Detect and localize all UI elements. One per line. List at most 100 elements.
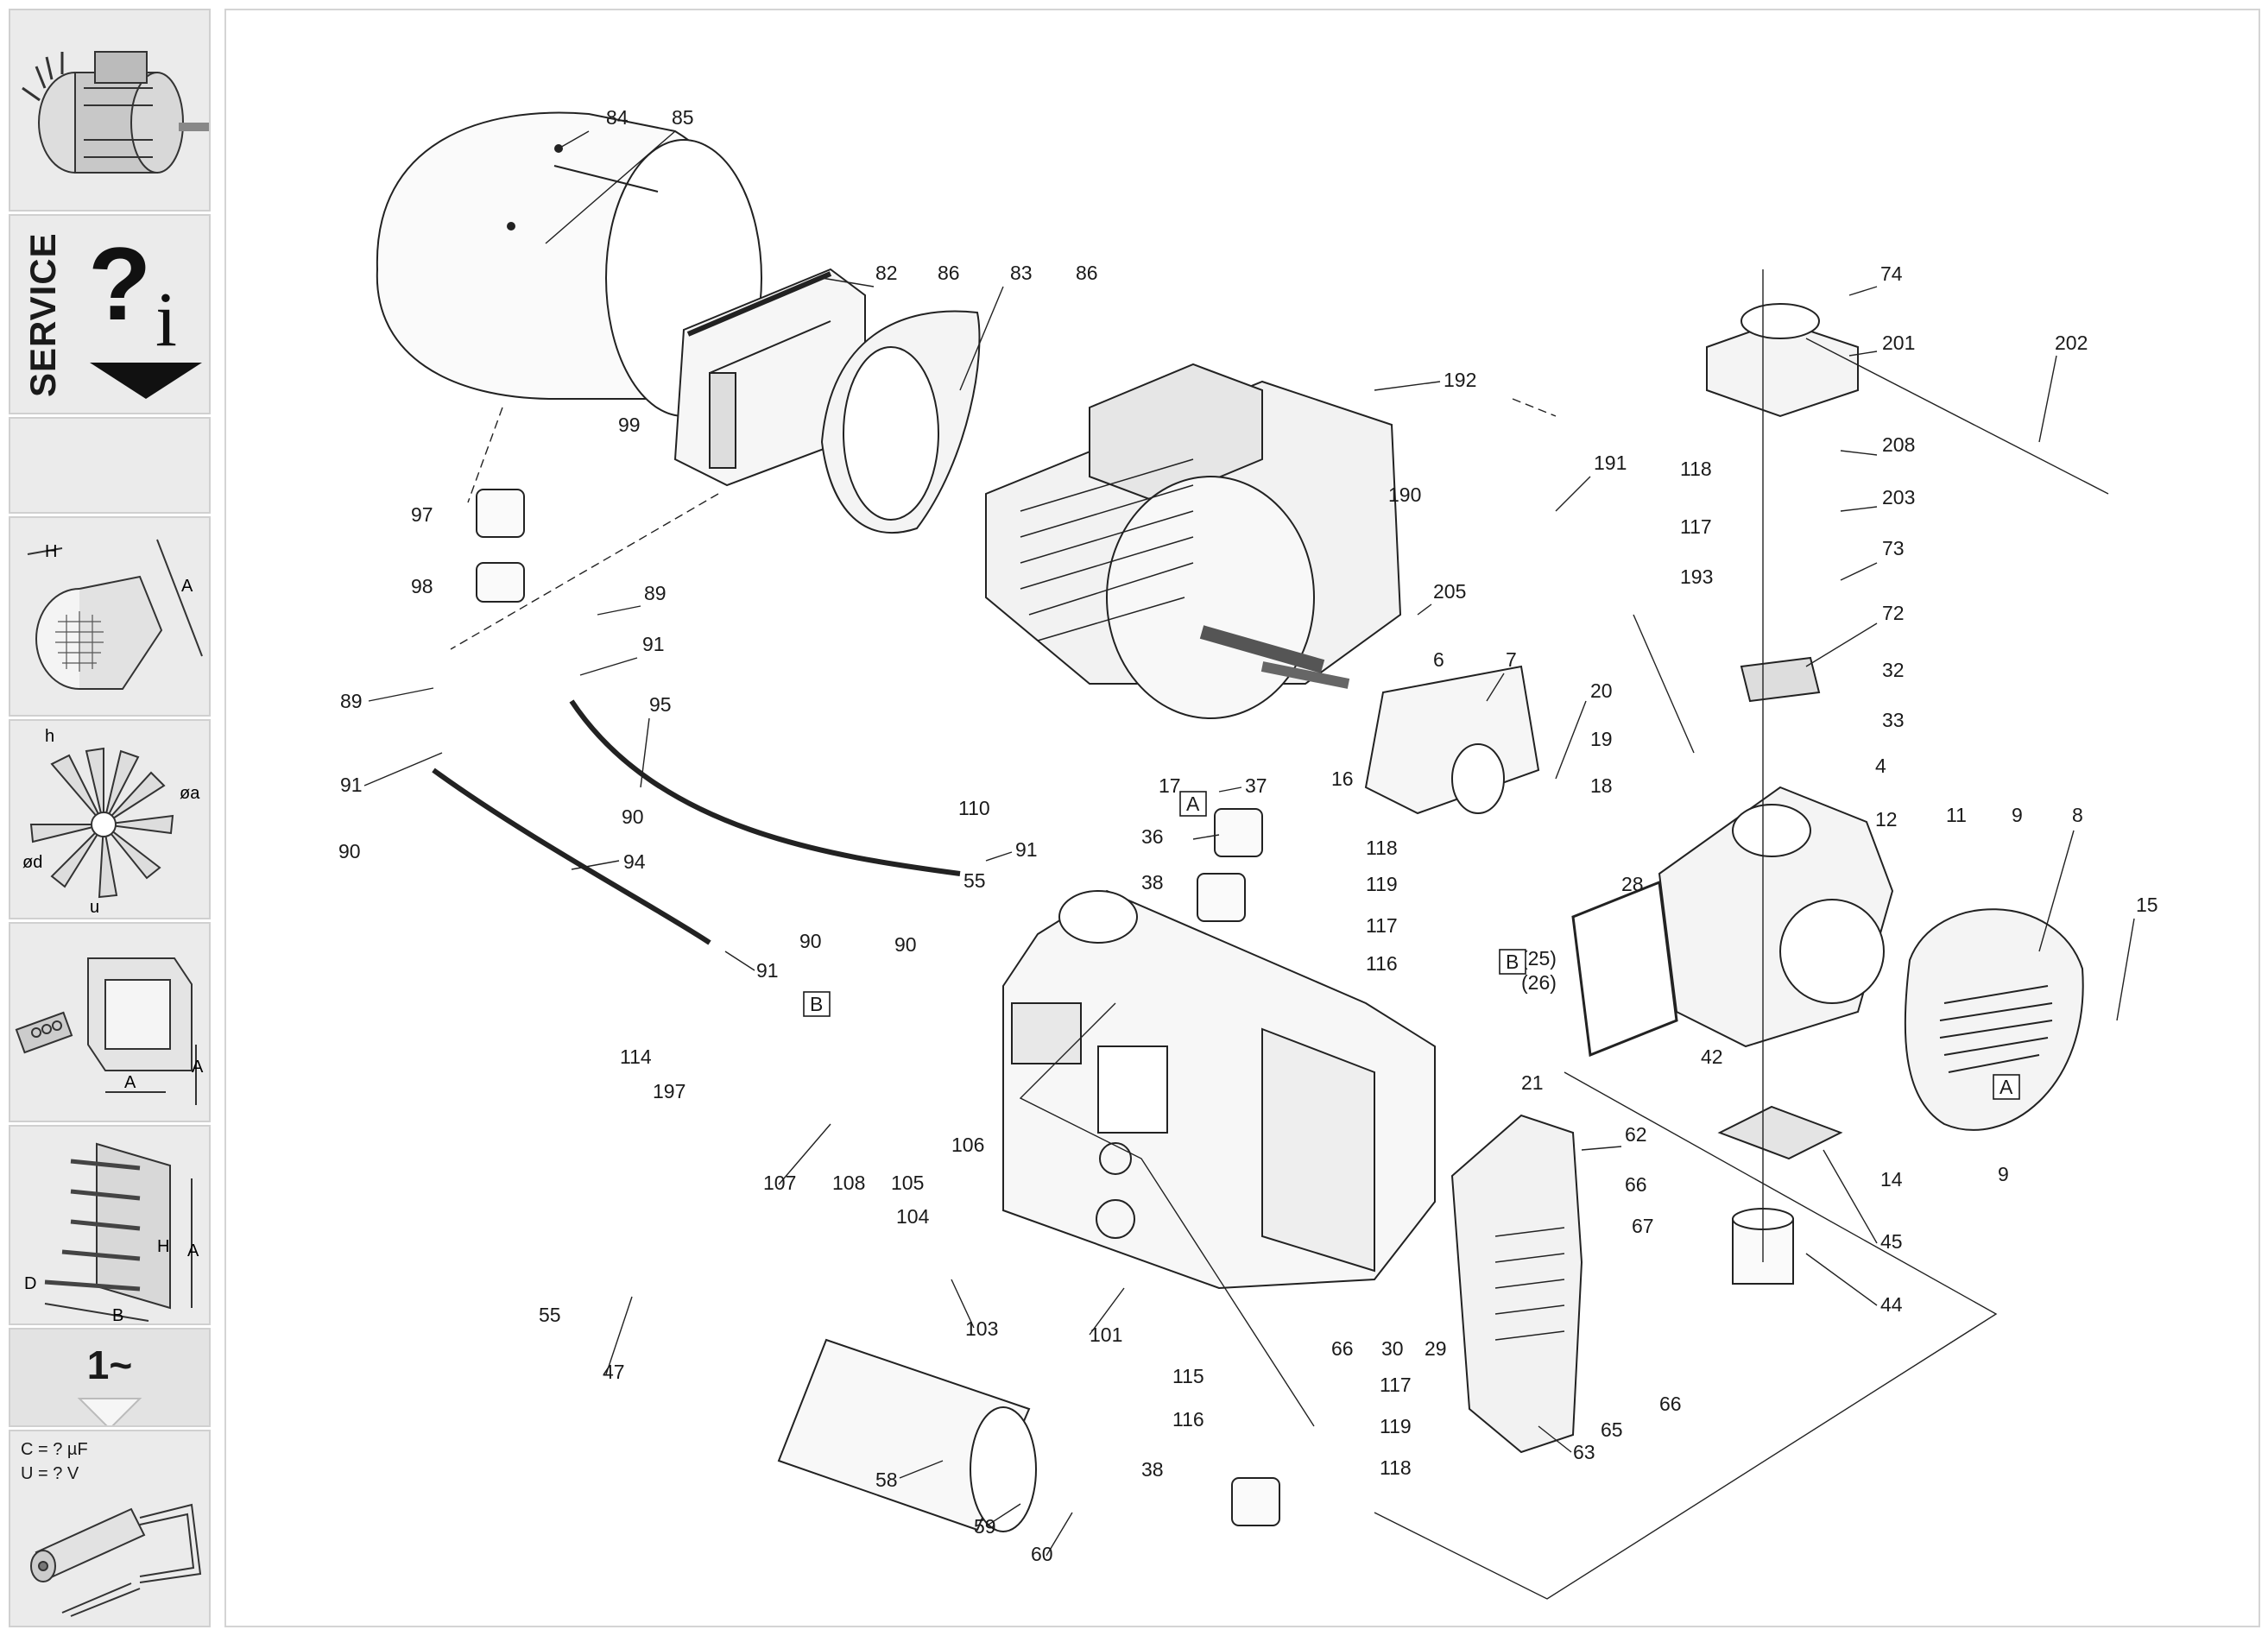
part-callout-number[interactable]: 99 [618,414,641,436]
part-callout-number[interactable]: 117 [1366,914,1398,937]
part-callout-number[interactable]: 15 [2136,894,2158,916]
part-callout-number[interactable]: 6 [1433,648,1444,671]
part-callout-number[interactable]: 117 [1380,1374,1412,1396]
part-callout-number[interactable]: 208 [1882,433,1915,456]
part-callout-number[interactable]: 90 [894,933,917,956]
motor-cover-dimensions-panel[interactable]: H A [9,516,211,717]
part-callout-number[interactable]: 37 [1245,774,1267,797]
part-callout-number[interactable]: 91 [642,633,665,655]
part-callout-number[interactable]: 4 [1875,755,1886,777]
part-callout-number[interactable]: 18 [1590,774,1613,797]
part-callout-number[interactable]: 66 [1659,1393,1682,1415]
part-callout-number[interactable]: 21 [1521,1071,1544,1094]
part-callout-number[interactable]: 119 [1380,1415,1412,1437]
part-callout-number[interactable]: 84 [606,106,629,129]
part-callout-number[interactable]: 55 [963,869,986,892]
part-callout-number[interactable]: 203 [1882,486,1915,508]
part-callout-number[interactable]: 7 [1506,648,1517,671]
part-callout-number[interactable]: 20 [1590,679,1613,702]
part-callout-number[interactable]: 90 [799,930,822,952]
part-callout-number[interactable]: 47 [603,1361,625,1383]
part-callout-number[interactable]: 82 [875,262,898,284]
part-callout-number[interactable]: 202 [2055,332,2088,354]
part-callout-number[interactable]: 106 [951,1134,984,1156]
part-callout-number[interactable]: 74 [1880,262,1903,285]
part-callout-number[interactable]: 115 [1172,1365,1204,1387]
part-callout-number[interactable]: 191 [1594,452,1627,474]
part-callout-number[interactable]: 38 [1141,1458,1164,1481]
part-callout-number[interactable]: 108 [832,1172,865,1194]
part-callout-number[interactable]: 118 [1680,458,1712,480]
part-callout-number[interactable]: 65 [1601,1418,1623,1441]
capacitor-panel[interactable]: C = ? µF U = ? V [9,1430,211,1627]
part-callout-number[interactable]: 44 [1880,1293,1903,1316]
part-callout-number[interactable]: 103 [965,1317,998,1340]
part-callout-number[interactable]: 8 [2072,804,2083,826]
part-callout-number[interactable]: 63 [1573,1441,1595,1463]
part-callout-number[interactable]: 73 [1882,537,1905,559]
part-callout-number[interactable]: 29 [1425,1337,1447,1360]
part-callout-number[interactable]: (26) [1521,971,1557,994]
part-callout-number[interactable]: 72 [1882,602,1905,624]
part-callout-number[interactable]: 90 [338,840,361,862]
part-callout-number[interactable]: 66 [1331,1337,1354,1360]
part-callout-number[interactable]: 197 [653,1080,685,1102]
terminal-box-dimensions-panel[interactable]: A A [9,922,211,1122]
part-callout-number[interactable]: 104 [896,1205,930,1228]
part-callout-number[interactable]: 17 [1159,774,1181,797]
part-callout-number[interactable]: 95 [649,693,672,716]
part-callout-number[interactable]: 105 [891,1172,924,1194]
service-info-panel[interactable]: SERVICE ? i [9,214,211,414]
part-callout-number[interactable]: 58 [875,1469,898,1491]
part-callout-number[interactable]: 14 [1880,1168,1903,1191]
part-callout-number[interactable]: (25) [1521,947,1557,970]
part-callout-number[interactable]: 9 [2012,804,2023,826]
part-callout-number[interactable]: 38 [1141,871,1164,894]
part-callout-number[interactable]: 33 [1882,709,1905,731]
part-callout-number[interactable]: 90 [622,805,644,828]
part-callout-number[interactable]: 94 [623,850,646,873]
part-callout-number[interactable]: 60 [1031,1543,1053,1565]
part-callout-number[interactable]: 85 [672,106,694,129]
part-callout-number[interactable]: 11 [1946,804,1967,826]
part-callout-number[interactable]: 114 [620,1045,652,1068]
part-callout-number[interactable]: 98 [411,575,433,597]
part-callout-number[interactable]: 110 [958,797,990,819]
part-callout-number[interactable]: 59 [974,1515,996,1538]
part-callout-number[interactable]: 9 [1998,1163,2009,1185]
part-callout-number[interactable]: 55 [539,1304,561,1326]
part-callout-number[interactable]: 89 [340,690,363,712]
part-callout-number[interactable]: 30 [1381,1337,1404,1360]
part-callout-number[interactable]: 16 [1331,767,1354,790]
part-callout-number[interactable]: 28 [1621,873,1644,895]
part-callout-number[interactable]: 201 [1882,332,1915,354]
part-callout-number[interactable]: 193 [1680,565,1713,588]
part-callout-number[interactable]: 119 [1366,873,1398,895]
part-callout-number[interactable]: 62 [1625,1123,1647,1146]
part-callout-number[interactable]: 107 [763,1172,796,1194]
part-callout-number[interactable]: 118 [1366,837,1398,859]
part-callout-number[interactable]: 192 [1444,369,1476,391]
part-callout-number[interactable]: 117 [1680,515,1712,538]
terminal-board-dimensions-panel[interactable]: H A D B [9,1125,211,1325]
part-callout-number[interactable]: 12 [1875,808,1898,831]
part-callout-number[interactable]: 42 [1701,1045,1723,1068]
part-callout-number[interactable]: 190 [1388,483,1421,506]
part-callout-number[interactable]: 89 [644,582,667,604]
part-callout-number[interactable]: 91 [1015,838,1038,861]
part-callout-number[interactable]: 36 [1141,825,1164,848]
part-callout-number[interactable]: 32 [1882,659,1905,681]
part-callout-number[interactable]: 66 [1625,1173,1647,1196]
part-callout-number[interactable]: 97 [411,503,433,526]
part-callout-number[interactable]: 118 [1380,1456,1412,1479]
part-callout-number[interactable]: 116 [1366,952,1398,975]
part-callout-number[interactable]: 116 [1172,1408,1204,1431]
part-callout-number[interactable]: 86 [938,262,960,284]
part-callout-number[interactable]: 86 [1076,262,1098,284]
part-callout-number[interactable]: 83 [1010,262,1033,284]
fan-dimensions-panel[interactable]: h øa ød u [9,719,211,919]
part-callout-number[interactable]: 101 [1090,1323,1122,1346]
part-callout-number[interactable]: 205 [1433,580,1466,603]
part-callout-number[interactable]: 19 [1590,728,1613,750]
part-callout-number[interactable]: 45 [1880,1230,1903,1253]
